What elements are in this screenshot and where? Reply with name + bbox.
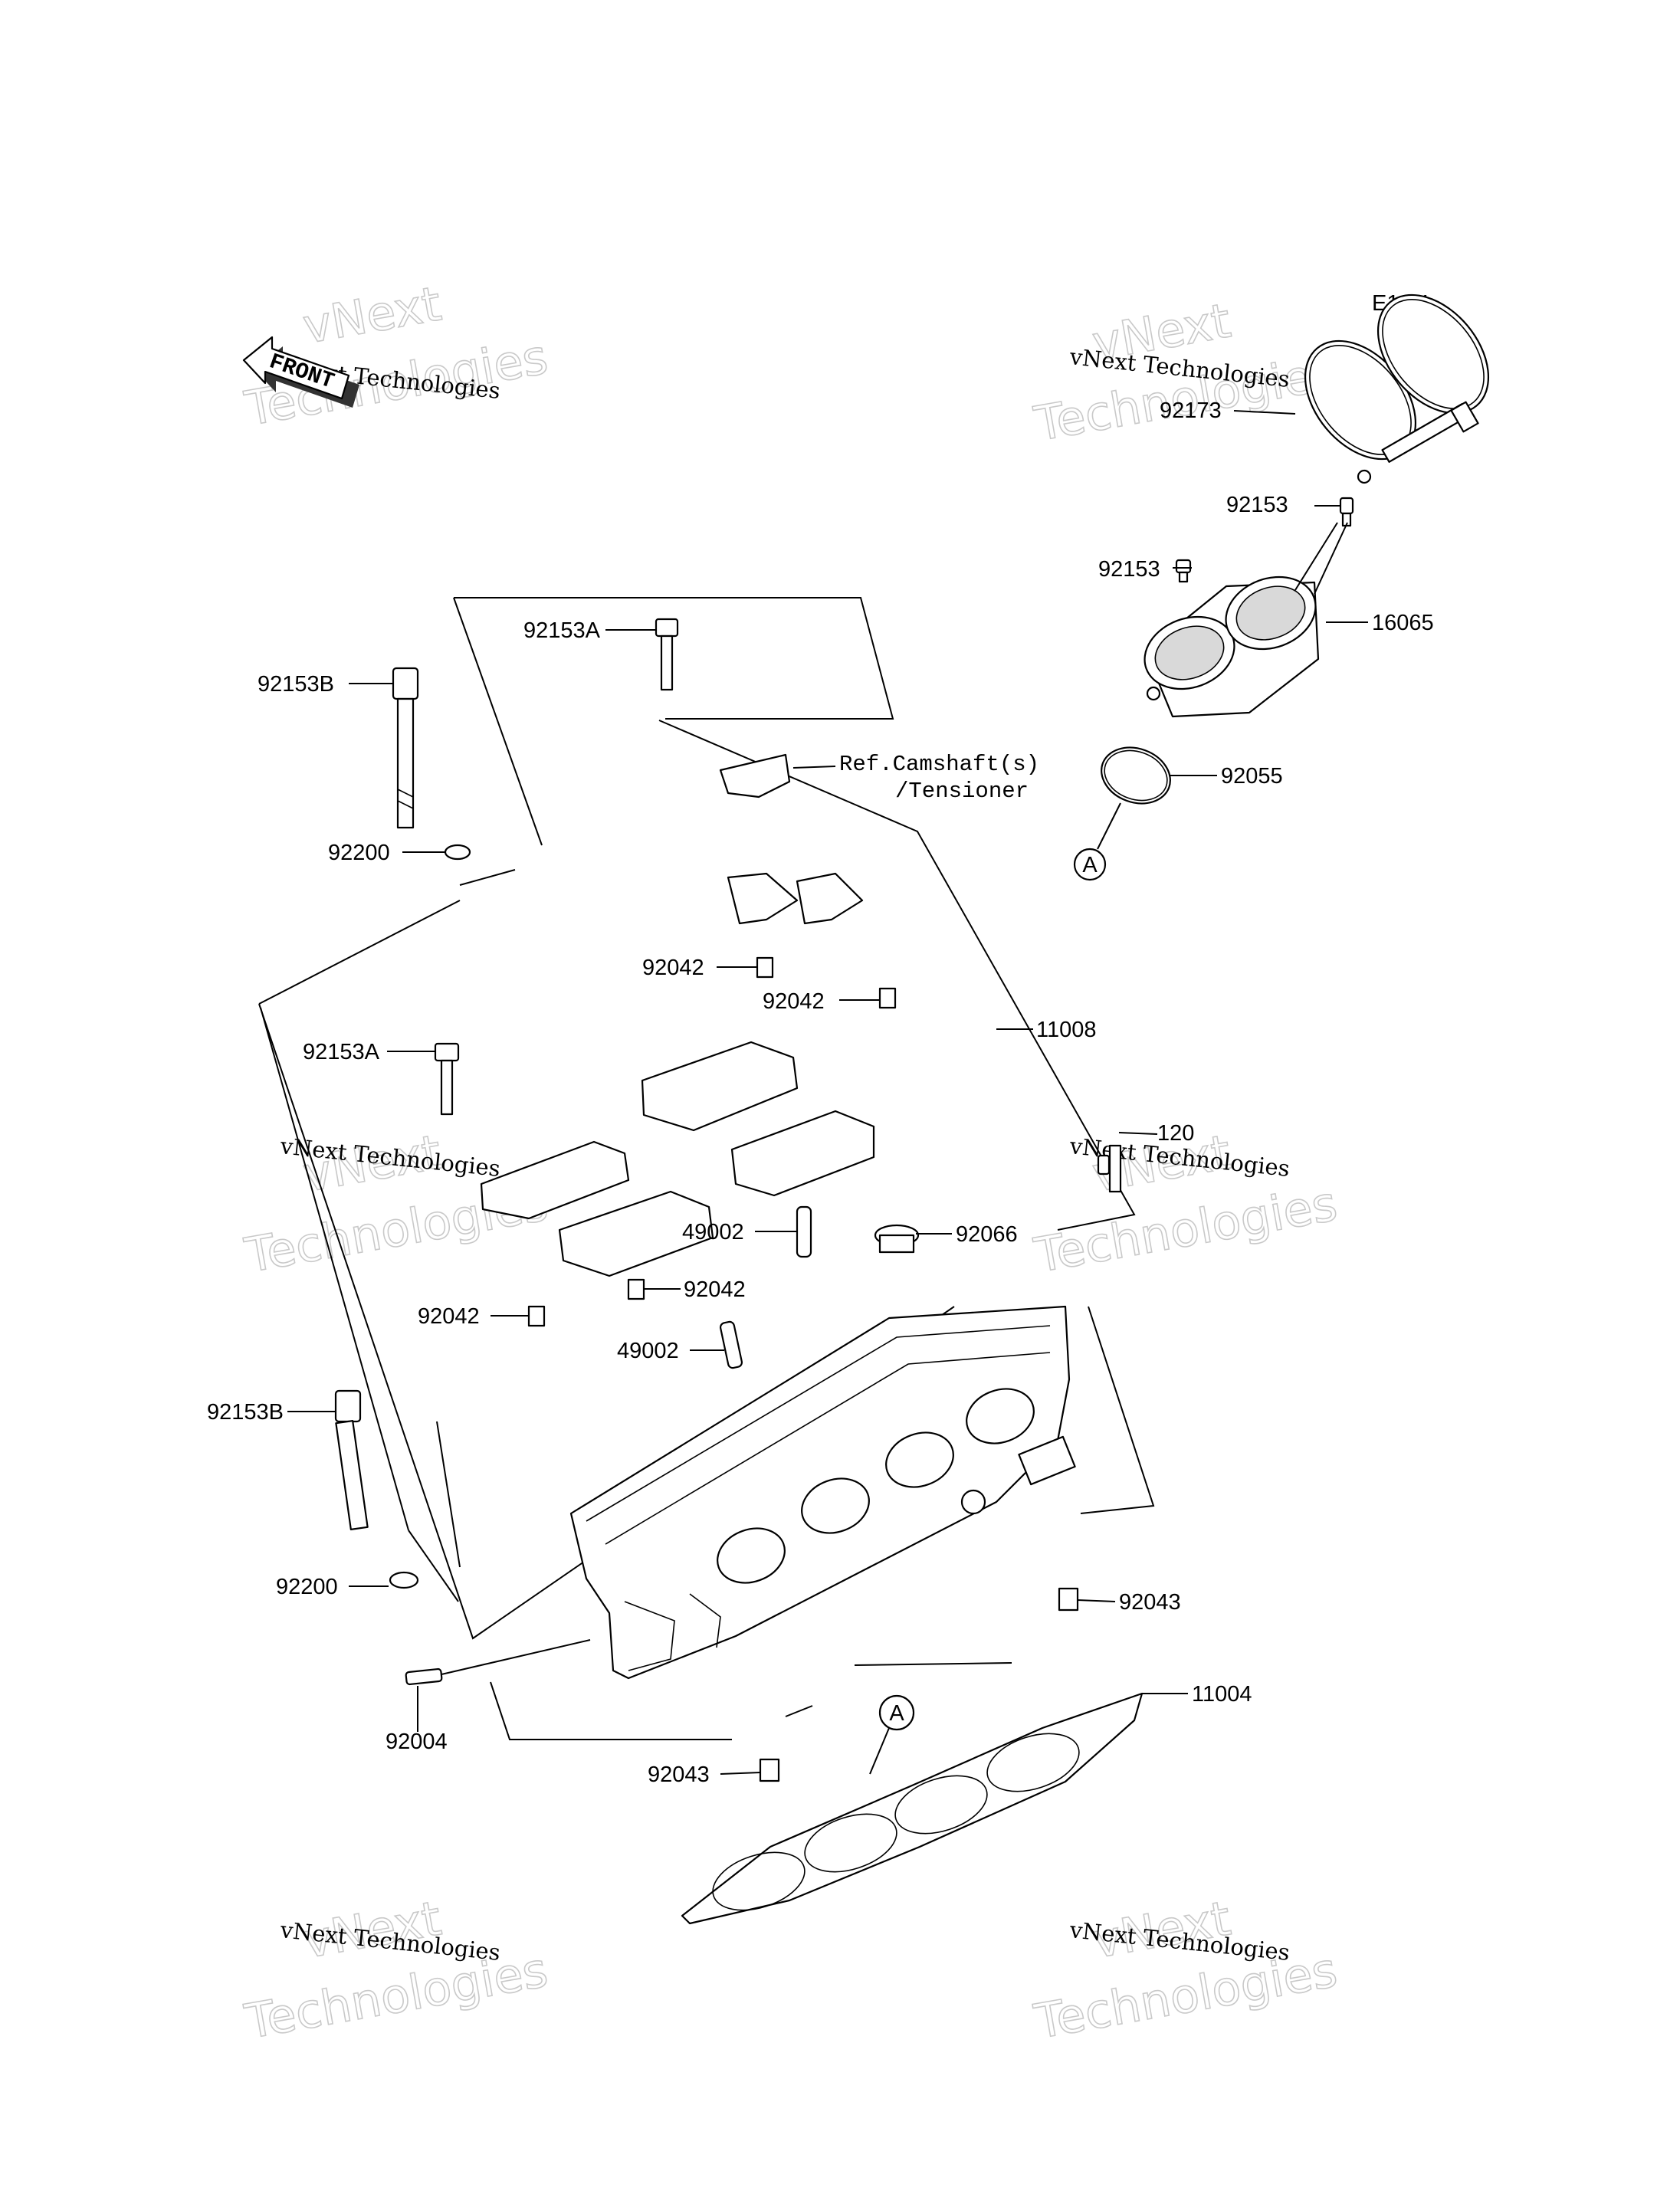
callout-a-bottom: A (869, 1694, 915, 1775)
part-label-92042-c: 92042 (684, 1277, 746, 1302)
dowel-92042-c (627, 1278, 645, 1300)
watermark-mid-right: vNext Technologies vNext Technologies (1029, 1123, 1341, 1284)
holder-16065 (1144, 575, 1320, 718)
washer-92200-bottom (389, 1571, 419, 1589)
plug-92066 (874, 1224, 920, 1254)
dowel-92042-b (878, 987, 897, 1009)
part-label-92043-bottom: 92043 (648, 1763, 710, 1787)
svg-text:vNext: vNext (299, 275, 445, 354)
valve-guide-49002-a (796, 1205, 812, 1258)
bolt-92153B-top (392, 667, 419, 829)
leader-lines (287, 410, 1368, 1775)
tensioner-bracket (719, 753, 791, 798)
cam-cap-left-2 (558, 1190, 714, 1277)
part-label-16065: 16065 (1372, 611, 1434, 635)
assembly-outline (258, 869, 1155, 1740)
svg-text:A: A (1082, 853, 1098, 877)
cylinder-head (569, 1305, 1076, 1680)
screw-92153-mid (1175, 559, 1192, 583)
plug-120 (1097, 1144, 1122, 1193)
head-gasket (681, 1692, 1144, 1925)
part-label-92004: 92004 (386, 1730, 448, 1754)
bolt-92153B-bottom (334, 1389, 369, 1530)
dowel-92042-d (527, 1305, 546, 1327)
part-label-92173: 92173 (1160, 398, 1222, 423)
washer-92200-top (444, 844, 471, 861)
part-label-92042-a: 92042 (642, 956, 704, 980)
part-label-92153-top: 92153 (1226, 493, 1288, 517)
watermark-bottom-right: vNext Technologies vNext Technologies (1029, 1890, 1341, 2051)
dowel-92043-right (1058, 1587, 1079, 1612)
cam-cap-middle-1 (641, 1041, 799, 1132)
part-label-92200-top: 92200 (328, 841, 390, 865)
part-label-92153A-mid: 92153A (303, 1040, 380, 1064)
bolt-92153A-top (655, 618, 679, 691)
part-label-11008: 11008 (1036, 1018, 1097, 1042)
stud-92004 (405, 1667, 443, 1686)
part-label-92200-bottom: 92200 (276, 1575, 338, 1599)
dowel-92043-bottom (759, 1758, 780, 1782)
part-label-92153A-top: 92153A (523, 618, 601, 643)
watermark-top-right: vNext Technologies vNext Technologies (1029, 292, 1341, 453)
callout-a-top: A (1073, 802, 1121, 881)
bolt-92153A-mid (434, 1042, 460, 1116)
part-label-49002-b: 49002 (617, 1339, 679, 1363)
watermark-bottom-left: vNext Technologies vNext Technologies (240, 1890, 552, 2051)
svg-text:Technologies: Technologies (241, 1942, 552, 2050)
cam-cap-left-1 (480, 1140, 630, 1220)
svg-text:A: A (889, 1701, 904, 1726)
part-label-92066: 92066 (956, 1222, 1018, 1247)
screw-92153-top (1339, 497, 1354, 527)
part-label-92153B-bottom: 92153B (207, 1400, 284, 1425)
cam-cap-upper (727, 872, 864, 925)
svg-text:Technologies: Technologies (1030, 1942, 1341, 2050)
reference-note-line2: /Tensioner (895, 779, 1029, 804)
part-label-92042-b: 92042 (763, 989, 825, 1014)
part-label-120: 120 (1157, 1121, 1194, 1146)
part-label-92055: 92055 (1221, 764, 1283, 789)
part-label-92153B-top: 92153B (258, 672, 334, 697)
svg-text:Technologies: Technologies (1030, 1176, 1341, 1284)
part-label-49002-a: 49002 (682, 1220, 744, 1244)
clamp-assembly (1304, 293, 1490, 484)
part-label-11004: 11004 (1192, 1682, 1252, 1707)
dowel-92042-a (756, 956, 774, 979)
part-label-92153-mid: 92153 (1098, 557, 1160, 582)
part-label-92043-right: 92043 (1119, 1590, 1181, 1615)
cam-cap-middle-2 (730, 1110, 875, 1197)
valve-guide-49002-b (719, 1320, 743, 1369)
reference-note-line1: Ref.Camshaft(s) (839, 752, 1039, 777)
part-label-92042-d: 92042 (418, 1304, 480, 1329)
o-ring-92055 (1101, 746, 1171, 805)
